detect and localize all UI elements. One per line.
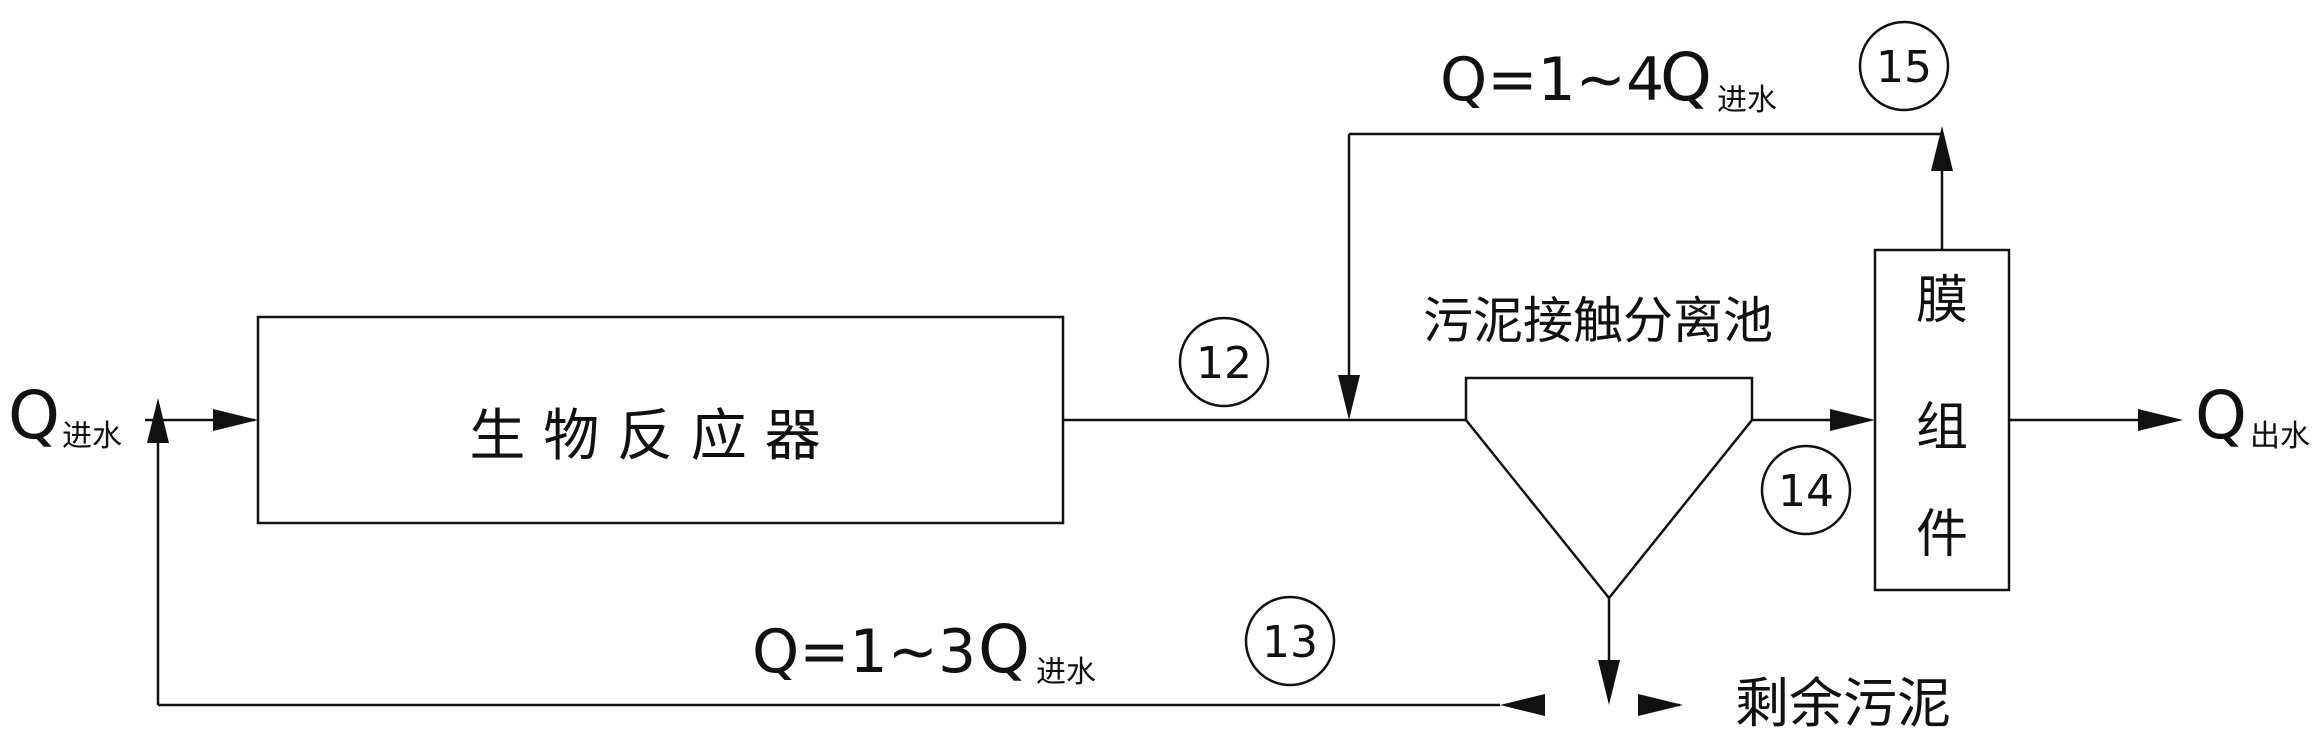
membrane-char-1: 膜 (1916, 271, 1968, 331)
marker-12-circle (1178, 316, 1270, 408)
bioreactor-label: 生 物 反 应 器 (469, 404, 820, 469)
marker-13-label: 13 (1262, 617, 1318, 668)
marker-13-circle (1244, 595, 1336, 687)
inflow-sub: 进水 (62, 419, 122, 454)
inflow-q: Q (8, 377, 60, 454)
top-recycle-prefix: Q=1~4 (1440, 45, 1664, 115)
bottom-recycle-sub: 进水 (1036, 655, 1096, 690)
outflow-sub: 出水 (2250, 419, 2310, 454)
arrow-excess-sludge (1638, 694, 1683, 716)
sludge-contact-tank (1464, 376, 1754, 600)
arrow-into-membrane (1830, 409, 1875, 431)
bottom-recycle-q: Q (978, 611, 1030, 688)
marker-14-circle (1760, 444, 1852, 536)
marker-14-label: 14 (1778, 466, 1834, 517)
marker-15-label: 15 (1876, 42, 1932, 93)
arrow-left-recycle (1500, 694, 1545, 716)
arrow-into-reactor (213, 409, 258, 431)
tank-label: 污泥接触分离池 (1423, 292, 1773, 350)
top-recycle-q: Q (1660, 39, 1712, 116)
membrane-char-3: 件 (1916, 505, 1968, 565)
top-recycle-sub: 进水 (1717, 83, 1777, 118)
arrow-up-inflow (147, 398, 169, 443)
arrow-down-underflow (1598, 660, 1620, 705)
arrow-outflow (2138, 409, 2183, 431)
outflow-q: Q (2195, 377, 2247, 454)
arrow-up-membrane (1931, 126, 1953, 171)
excess-sludge-label: 剩余污泥 (1735, 672, 1951, 735)
bottom-recycle-prefix: Q=1~3 (752, 617, 976, 687)
marker-15-circle (1858, 20, 1950, 112)
arrow-down-recycle (1338, 375, 1360, 420)
marker-12-label: 12 (1196, 338, 1252, 389)
membrane-char-2: 组 (1916, 398, 1968, 458)
